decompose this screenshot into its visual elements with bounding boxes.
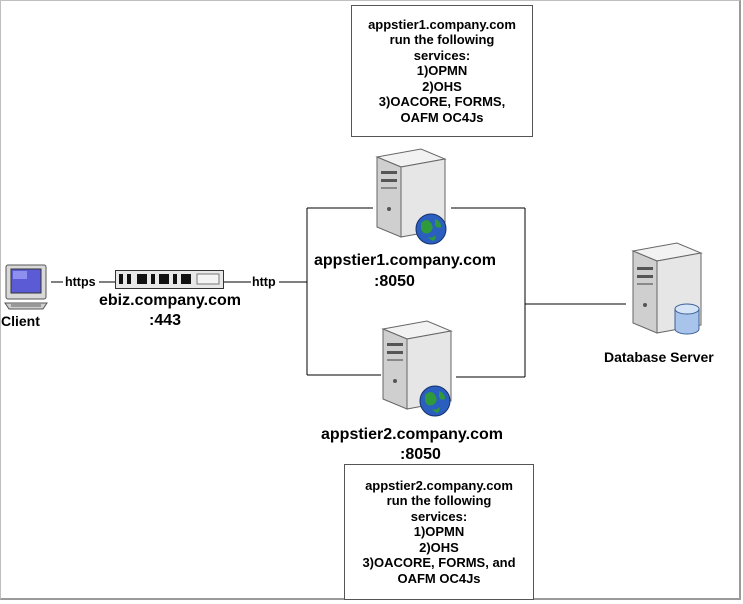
box-line: appstier1.company.com [368, 16, 516, 32]
lb-port-label: :443 [149, 312, 182, 329]
apps1-port-label: :8050 [374, 273, 415, 290]
box-line: 1)OPMN [413, 524, 465, 540]
apps1-services-box: appstier1.company.com run the following … [351, 5, 533, 137]
box-line: run the following [389, 32, 495, 48]
box-line: services: [413, 47, 471, 63]
apps1-host-label: appstier1.company.com [314, 252, 496, 269]
box-line: 2)OHS [422, 78, 462, 94]
https-link-label: https [65, 275, 96, 289]
box-line: OAFM OC4Js [400, 109, 484, 125]
box-line: 2)OHS [419, 539, 459, 555]
box-line: 3)OACORE, FORMS, [378, 94, 506, 110]
box-line: 3)OACORE, FORMS, and [362, 555, 516, 571]
web-server-icon [381, 320, 453, 417]
database-server-icon [631, 242, 703, 335]
box-line: 1)OPMN [416, 63, 468, 79]
client-label: Client [1, 313, 40, 329]
box-line: appstier2.company.com [365, 477, 513, 493]
box-line: OAFM OC4Js [397, 570, 481, 586]
lb-host-label: ebiz.company.com [99, 292, 241, 309]
box-line: services: [410, 508, 468, 524]
load-balancer-icon [115, 270, 224, 289]
web-server-icon [375, 148, 447, 245]
computer-icon [4, 264, 48, 310]
apps2-host-label: appstier2.company.com [321, 426, 503, 443]
http-link-label: http [252, 275, 276, 289]
box-line: run the following [386, 493, 492, 509]
database-label: Database Server [604, 349, 714, 365]
apps2-services-box: appstier2.company.com run the following … [344, 464, 534, 600]
apps2-port-label: :8050 [400, 446, 441, 463]
